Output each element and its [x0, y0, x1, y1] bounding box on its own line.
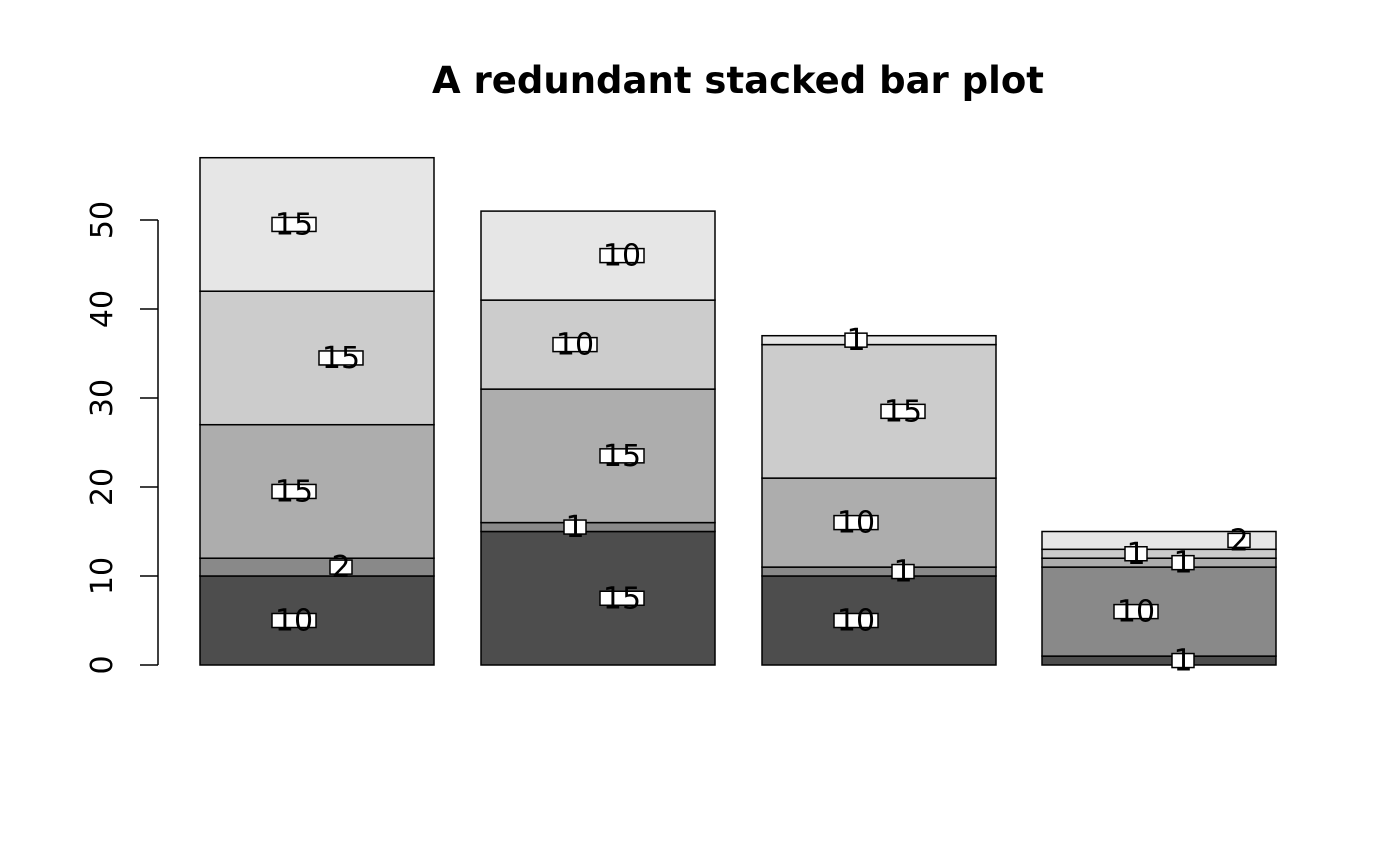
- bar-segment: [1041, 530, 1277, 551]
- bar-segment: [761, 575, 997, 666]
- bar-segment: [761, 477, 997, 568]
- bar-segment: [480, 210, 716, 301]
- value-label-box: [833, 612, 879, 629]
- value-label-box: [552, 336, 598, 353]
- y-tick-label: 10: [85, 557, 120, 595]
- value-label-box: [599, 247, 645, 264]
- value-label: 1: [565, 510, 584, 545]
- value-label: 10: [1117, 595, 1155, 630]
- value-label-box: [271, 483, 317, 500]
- bar-segment: [761, 566, 997, 577]
- value-label-box: [833, 514, 879, 531]
- y-tick-label: 30: [85, 379, 120, 417]
- value-label: 2: [1229, 523, 1248, 558]
- value-label-box: [1124, 546, 1148, 562]
- value-label-box: [599, 448, 645, 464]
- value-label-box: [1171, 652, 1195, 669]
- bar-segment: [480, 299, 716, 390]
- bar-segment: [761, 334, 997, 346]
- value-label: 1: [893, 555, 912, 590]
- value-label: 1: [1126, 537, 1145, 572]
- y-tick-label: 40: [85, 290, 120, 328]
- value-label-box: [1171, 554, 1195, 571]
- value-label: 10: [603, 239, 641, 274]
- bar-segment: [199, 423, 435, 559]
- chart-title: A redundant stacked bar plot: [432, 59, 1044, 102]
- y-tick-label: 50: [85, 201, 120, 239]
- value-label-box: [1113, 603, 1159, 620]
- bar-segment: [199, 156, 435, 292]
- value-label: 15: [884, 394, 922, 429]
- value-label: 10: [837, 604, 875, 639]
- value-label-box: [271, 216, 317, 233]
- value-label: 15: [275, 207, 313, 242]
- value-label-box: [880, 403, 926, 420]
- value-label-box: [271, 612, 317, 629]
- bar-segment: [199, 290, 435, 426]
- value-label-box: [599, 590, 645, 606]
- value-label: 1: [846, 323, 865, 358]
- value-label: 15: [322, 341, 360, 376]
- value-label: 15: [603, 439, 641, 474]
- bar-segment: [1041, 566, 1277, 657]
- value-label: 10: [837, 506, 875, 541]
- value-label-box: [1227, 532, 1251, 549]
- bar-segment: [199, 557, 435, 577]
- value-label: 15: [603, 581, 641, 616]
- value-label-box: [329, 559, 353, 575]
- bar-segment: [761, 343, 997, 479]
- y-tick-label: 20: [85, 468, 120, 506]
- value-label-box: [563, 519, 587, 535]
- value-label: 10: [275, 604, 313, 639]
- bar-segment: [1041, 557, 1277, 568]
- value-label: 15: [275, 474, 313, 509]
- value-label-box: [318, 350, 364, 366]
- bar-segment: [480, 388, 716, 524]
- value-label: 2: [331, 550, 350, 585]
- bar-segment: [199, 575, 435, 666]
- value-label: 1: [1173, 644, 1192, 679]
- value-label-box: [844, 332, 868, 348]
- value-label: 1: [1173, 546, 1192, 581]
- bar-segment: [1041, 655, 1277, 666]
- value-label: 10: [556, 328, 594, 363]
- y-tick-label: 0: [85, 655, 120, 674]
- bar-segment: [480, 521, 716, 533]
- bar-segment: [480, 530, 716, 666]
- value-label-box: [891, 563, 915, 580]
